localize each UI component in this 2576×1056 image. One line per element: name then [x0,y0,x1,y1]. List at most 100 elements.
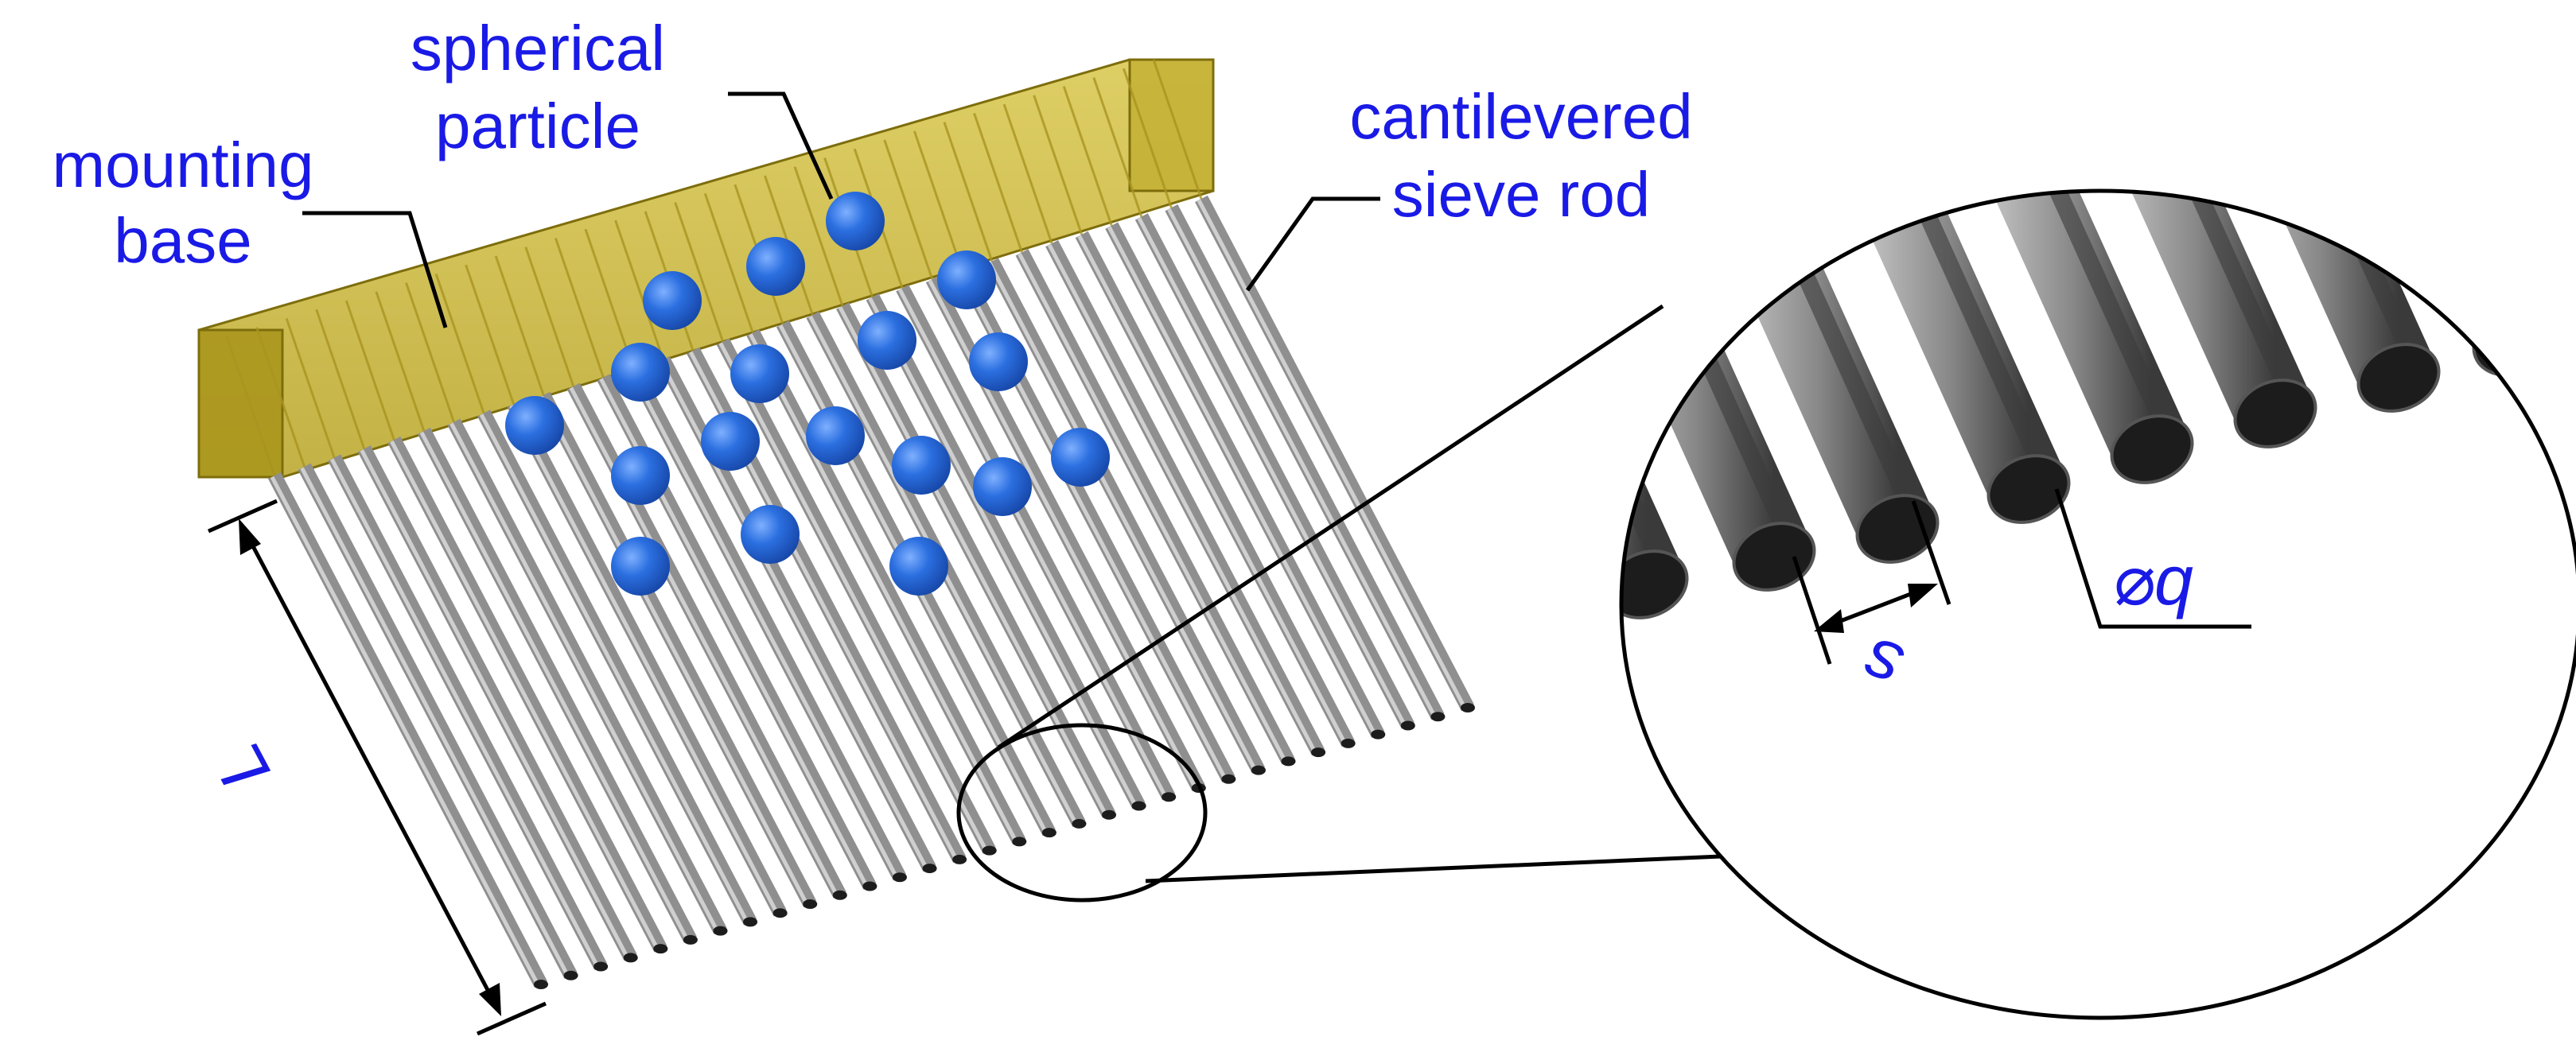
length-arrow-line [243,530,497,1005]
mounting-base-slot [1123,68,1173,208]
zoomed-rod-end [2233,379,2317,448]
sieve-rod-highlight [300,467,570,978]
sieve-rod-end [892,872,907,883]
spherical-particle [973,457,1032,516]
length-tick-top [207,499,278,534]
diameter-label: ⌀q [2112,541,2193,619]
sieve-rod-end [743,917,758,927]
sieve-rod-end [1371,729,1386,740]
spherical-particle [505,396,564,455]
sieve-rod [746,329,1026,845]
sieve-rod-highlight [897,289,1169,800]
sieve-rod-end [922,864,937,874]
sieve-rod-end [563,970,578,980]
mounting-base-slot [1152,59,1203,200]
mounting-base-slot [465,264,516,405]
spherical-particle [611,343,670,402]
mounting-base-slot [375,291,426,432]
zoomed-rod [1853,191,2189,466]
mounting-base-leader [302,211,448,328]
spherical-particle [892,436,951,495]
sieve-rod-highlight [509,405,780,916]
mounting-base-front [197,328,284,479]
mounting-base-slot [554,238,605,379]
spherical-particle-label-line2: particle [435,91,640,161]
sieve-rod-highlight [838,306,1109,817]
zoom-source-circle [956,723,1208,903]
mounting-base-slot [793,166,844,307]
sieve-rod [507,401,787,917]
sieve-rod-end [1341,738,1356,748]
spacing-tick-left [1792,556,1832,665]
spherical-particle [889,537,948,596]
sieve-rod-label-line2: sieve rod [1392,159,1651,230]
leader-lines [302,91,1380,328]
length-label: L [197,731,285,802]
spherical-particles [505,192,1110,596]
sieve-rod-end [1311,747,1326,758]
sieve-rod [477,410,757,926]
sieve-rod-highlight [390,440,660,952]
spherical-particle [643,271,702,330]
sieve-rod-highlight [749,333,1019,844]
sieve-rod-highlight [987,262,1259,773]
sieve-rod-highlight [360,449,630,961]
zoomed-rod-end [1621,549,1689,619]
mounting-base-slot [405,282,455,423]
spherical-particle [611,446,670,505]
sieve-rod-highlight [1018,253,1288,764]
sieve-rod [1165,204,1445,720]
length-tick-bottom [476,1001,547,1036]
labels: mounting base spherical particle cantile… [52,13,1692,276]
zoomed-rod-shade [1900,191,2180,445]
sieve-rod-end [1041,828,1056,838]
sieve-rod-end [1251,765,1266,775]
sieve-rod-highlight [449,422,720,934]
sieve-rod [298,463,578,979]
sieve-rod [866,293,1146,809]
sieve-rod-highlight [718,342,989,853]
sieve-rod-end [623,953,638,963]
mounting-base-slot [912,130,963,271]
sieve-rod-end [803,899,818,909]
spherical-particle [826,192,885,250]
sieve-rod [1134,213,1414,729]
sieve-rod-end [1012,837,1027,847]
spherical-particle [730,344,789,403]
sieve-rod-end [713,926,728,936]
sieve-rod-end [862,881,877,891]
mounting-base-slot [1062,86,1113,227]
spacing-arrowhead-right [1908,584,1938,608]
mounting-base-slot [973,112,1023,253]
sieve-rod-end [1131,801,1146,811]
mounting-base-slot [434,273,485,413]
sieve-rod [1015,249,1295,765]
sieve-rod-end [832,890,847,900]
sieve-rod-end [1162,792,1177,802]
sieve-rod-highlight [1077,235,1348,747]
spherical-particle [806,406,865,465]
sieve-rod-end [653,944,668,954]
zoomed-rod-end [2110,414,2194,484]
sieve-rod-highlight [539,395,810,907]
mounting-base-side [1128,58,1215,192]
mounting-base-slot [285,318,336,459]
sieve-rod [268,472,547,988]
sieve-rod-end [1102,809,1117,820]
zoomed-rod-shade [2146,191,2426,374]
mounting-base-slot [1002,103,1053,244]
mounting-base-slot [1033,95,1084,235]
sieve-rod [328,454,608,970]
sieve-rod-highlight [1167,208,1438,720]
diameter-dimension: ⌀q [2054,488,2251,629]
sieve-rod-highlight [1107,226,1378,737]
sieve-rod-end [1221,774,1236,784]
sieve-rod-highlight [1197,199,1468,711]
sieve-rod-highlight [1137,217,1408,728]
sieve-rod [1075,231,1355,747]
sieve-rod-highlight [419,431,691,943]
sieve-rod-highlight [628,369,900,880]
sieve-rod-end [1430,712,1446,722]
sieve-rod-end [982,845,997,856]
mounting-base-slot [344,300,395,441]
